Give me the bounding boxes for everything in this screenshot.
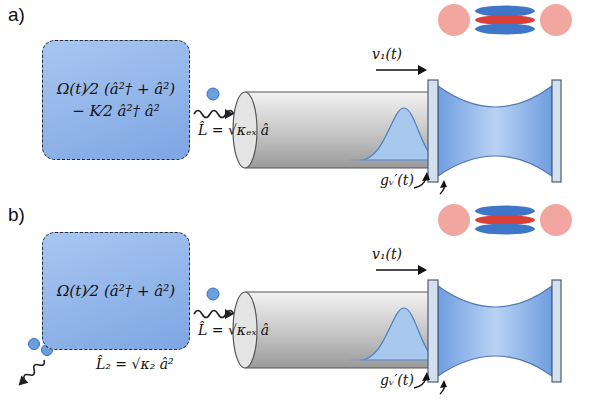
coupling-label: gᵥ′(t) [380,172,414,188]
hamiltonian-text: − K⁄2 â²† â² [72,100,160,123]
hamiltonian-box: Ω(t)⁄2 (â²† + â²)− K⁄2 â²† â² [42,40,190,160]
loss-operator: L̂₂ = √κ₂ â² [96,356,174,372]
jump-operator: L̂ = √κₑₓ â [198,122,269,138]
panel-label: b) [8,204,25,226]
drive-label: v₁(t) [372,46,402,62]
jump-operator: L̂ = √κₑₓ â [198,322,269,338]
coupling-label: gᵥ′(t) [380,372,414,388]
hamiltonian-text: Ω(t)⁄2 (â²† + â²) [57,280,175,303]
hamiltonian-text: Ω(t)⁄2 (â²† + â²) [57,78,175,101]
panel-label: a) [8,4,25,26]
hamiltonian-box: Ω(t)⁄2 (â²† + â²) [42,232,190,350]
drive-label: v₁(t) [372,246,402,262]
